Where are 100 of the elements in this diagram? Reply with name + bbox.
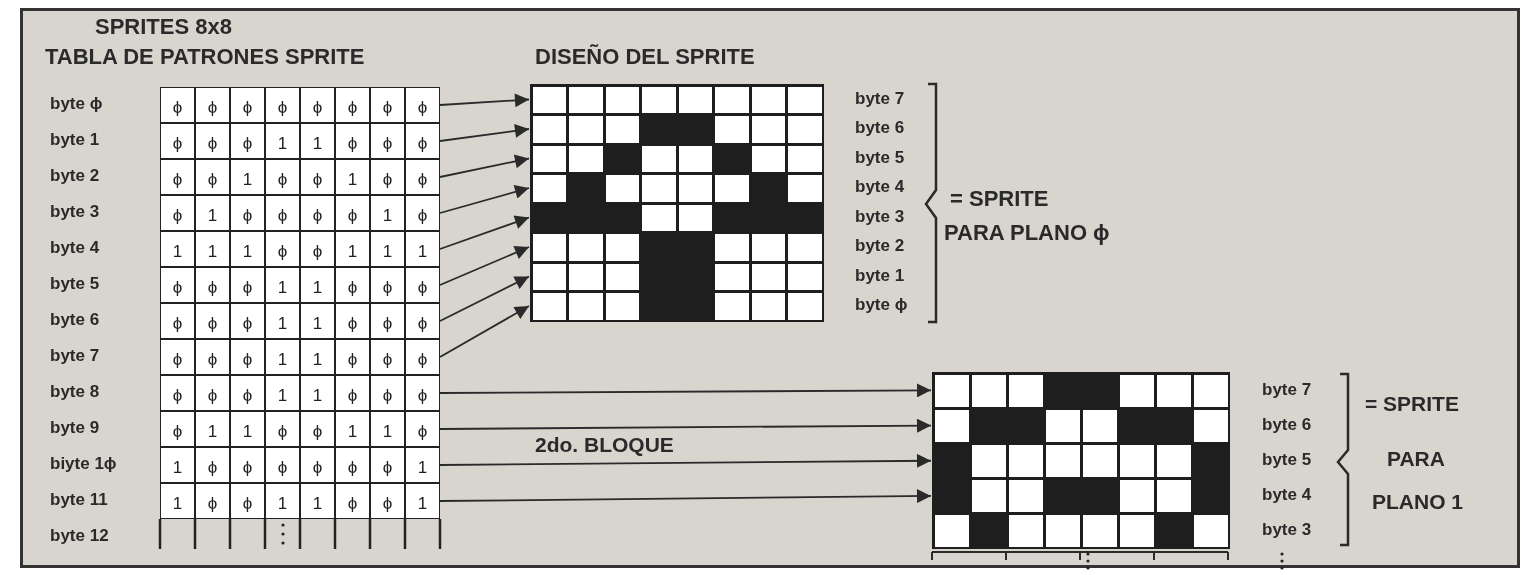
table-cell: ϕ (265, 411, 300, 447)
byte-label: byte 3 (855, 206, 905, 227)
sprite-row (530, 261, 824, 292)
table-cell: ϕ (265, 195, 300, 231)
table-cell: ϕ (335, 195, 370, 231)
table-cell: ϕ (335, 339, 370, 375)
table-cell: ϕ (230, 195, 265, 231)
table-cell: ϕ (265, 447, 300, 483)
table-cell: 1 (265, 303, 300, 339)
table-cell: 1 (160, 483, 195, 519)
table-cell: ϕ (160, 339, 195, 375)
byte-label: byte 7 (1262, 379, 1312, 400)
sprite-row (932, 512, 1230, 550)
arrow (439, 154, 530, 178)
byte-label: byte ϕ (50, 94, 103, 114)
bracket-caption: PLANO 1 (1372, 490, 1463, 514)
table-cell: ϕ (195, 303, 230, 339)
table-cell: 1 (195, 411, 230, 447)
byte-label: byte 3 (1262, 520, 1312, 541)
byte-label: byte 8 (50, 382, 100, 402)
table-cell: ϕ (335, 375, 370, 411)
table-cell: 1 (335, 411, 370, 447)
table-cell: ϕ (230, 267, 265, 303)
table-cell: ϕ (370, 123, 405, 159)
arrow (439, 215, 530, 250)
table-cell: 1 (300, 303, 335, 339)
table-cell: 1 (195, 195, 230, 231)
table-cell: ϕ (160, 159, 195, 195)
sprite-row (530, 143, 824, 174)
byte-label: byte 6 (50, 310, 100, 330)
table-cell: ϕ (230, 123, 265, 159)
byte-label: byte 12 (50, 526, 109, 546)
arrow (439, 246, 530, 286)
table-cell: 1 (405, 231, 440, 267)
table-cell: 1 (370, 231, 405, 267)
table-cell: 1 (370, 195, 405, 231)
table-cell: ϕ (195, 123, 230, 159)
table-cell: 1 (300, 123, 335, 159)
byte-label: byte 6 (1262, 414, 1312, 435)
arrow (439, 418, 932, 433)
byte-label: biyte 1ϕ (50, 454, 117, 474)
table-cell: ϕ (230, 303, 265, 339)
table-cell: ϕ (405, 375, 440, 411)
table-cell: 1 (370, 411, 405, 447)
arrow (439, 305, 530, 358)
table-cell: 1 (265, 483, 300, 519)
byte-label: byte 2 (855, 236, 905, 257)
sprite-row (932, 372, 1230, 409)
table-cell: 1 (265, 339, 300, 375)
title: SPRITES 8x8 (95, 14, 232, 40)
table-cell: ϕ (230, 375, 265, 411)
table-cell: 1 (335, 159, 370, 195)
table-cell: 1 (195, 231, 230, 267)
table-cell: 1 (230, 159, 265, 195)
table-cell: 1 (160, 447, 195, 483)
table-cell: 1 (405, 447, 440, 483)
table-cell: ϕ (335, 267, 370, 303)
table-cell: ϕ (195, 87, 230, 123)
table-cell: ϕ (230, 447, 265, 483)
byte-label: byte 7 (50, 346, 100, 366)
table-cell: ϕ (335, 87, 370, 123)
table-cell: ϕ (195, 267, 230, 303)
table-cell: ϕ (335, 303, 370, 339)
table-cell: 1 (230, 231, 265, 267)
byte-label: byte 6 (855, 118, 905, 139)
arrow (439, 453, 932, 468)
byte-label: byte 2 (50, 166, 100, 186)
table-cell: ϕ (370, 267, 405, 303)
table-cell: ϕ (300, 231, 335, 267)
heading: DISEÑO DEL SPRITE (535, 44, 755, 70)
byte-label: byte 11 (50, 490, 108, 510)
table-cell: ϕ (370, 303, 405, 339)
table-cell: ϕ (230, 339, 265, 375)
table-cell: 1 (300, 375, 335, 411)
arrow (439, 123, 530, 142)
table-cell: ϕ (265, 231, 300, 267)
table-cell: ϕ (195, 159, 230, 195)
bracket-caption: = SPRITE (1365, 392, 1459, 416)
arrow (439, 93, 530, 108)
arrow (439, 383, 932, 398)
table-cell: ϕ (370, 483, 405, 519)
table-cell: ϕ (370, 447, 405, 483)
byte-label: byte 7 (855, 88, 905, 109)
table-cell: ϕ (160, 375, 195, 411)
table-cell: ϕ (405, 87, 440, 123)
byte-label: byte ϕ (855, 295, 908, 316)
table-cell: ϕ (160, 123, 195, 159)
table-cell: 1 (230, 411, 265, 447)
heading: TABLA DE PATRONES SPRITE (45, 44, 365, 70)
arrow (439, 185, 530, 214)
table-cell: ϕ (265, 87, 300, 123)
table-cell: ϕ (300, 195, 335, 231)
table-cell: ϕ (405, 123, 440, 159)
table-cell: ϕ (405, 195, 440, 231)
byte-label: byte 4 (855, 177, 905, 198)
table-cell: ϕ (370, 159, 405, 195)
table-cell: ϕ (160, 411, 195, 447)
table-cell: 1 (300, 483, 335, 519)
table-cell: ϕ (300, 411, 335, 447)
sprite-row (530, 290, 824, 322)
